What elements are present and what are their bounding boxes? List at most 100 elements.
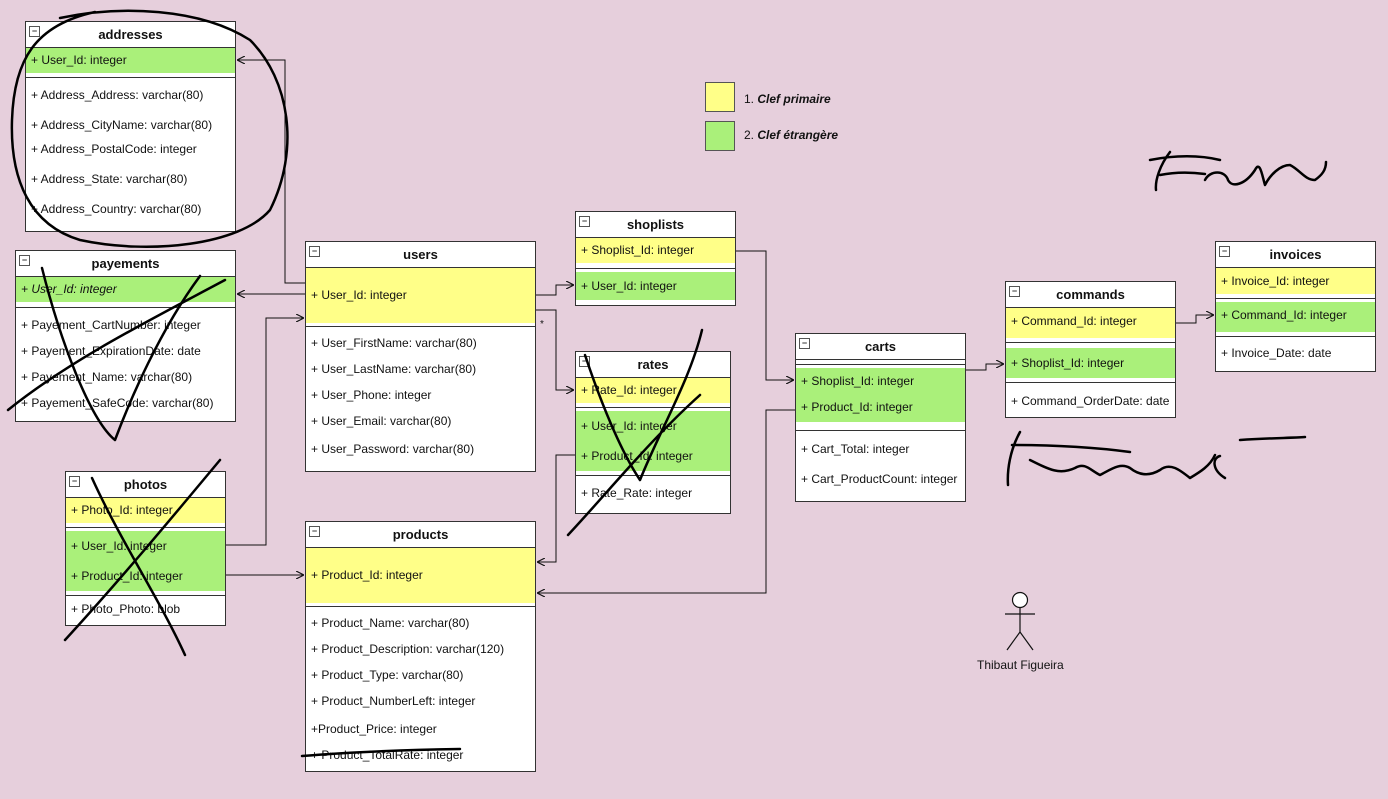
- field-cart-total[interactable]: + Cart_Total: integer: [801, 442, 910, 456]
- field-product-name[interactable]: + Product_Name: varchar(80): [311, 616, 470, 630]
- connector-users-addresses: [238, 60, 305, 284]
- field-command-id[interactable]: + Command_Id: integer: [1006, 308, 1175, 338]
- collapse-toggle[interactable]: −: [1219, 246, 1230, 257]
- separator: [26, 77, 235, 78]
- entity-title: products: [392, 527, 449, 542]
- connector-photos-users: [226, 318, 303, 546]
- field-product-price[interactable]: +Product_Price: integer: [311, 722, 437, 736]
- field-postal-code[interactable]: + Address_PostalCode: integer: [31, 142, 197, 156]
- entity-products[interactable]: − products + Product_Id: integer + Produc…: [305, 521, 536, 772]
- field-product-id[interactable]: + Product_Id: integer: [66, 561, 225, 591]
- field-invoice-date[interactable]: + Invoice_Date: date: [1221, 346, 1332, 360]
- collapse-toggle[interactable]: −: [69, 476, 80, 487]
- field-order-date[interactable]: + Command_OrderDate: date: [1011, 394, 1170, 408]
- separator: [576, 407, 730, 408]
- entity-title: shoplists: [626, 217, 685, 232]
- field-number-left[interactable]: + Product_NumberLeft: integer: [311, 694, 476, 708]
- field-user-id[interactable]: + User_Id: integer: [306, 268, 535, 323]
- separator: [66, 527, 225, 528]
- field-city-name[interactable]: + Address_CityName: varchar(80): [31, 118, 213, 132]
- field-phone[interactable]: + User_Phone: integer: [311, 388, 432, 402]
- field-password[interactable]: + User_Password: varchar(80): [311, 442, 475, 456]
- field-shoplist-id[interactable]: + Shoplist_Id: integer: [576, 238, 735, 263]
- entity-shoplists[interactable]: − shoplists + Shoplist_Id: integer + User…: [575, 211, 736, 306]
- field-user-id[interactable]: + User_Id: integer: [576, 272, 735, 300]
- field-product-count[interactable]: + Cart_ProductCount: integer: [801, 472, 958, 486]
- field-shoplist-id[interactable]: + Shoplist_Id: integer: [796, 368, 965, 394]
- field-total-rate[interactable]: + Product_TotalRate: integer: [311, 748, 464, 762]
- annotation-word-facture: [1148, 150, 1328, 192]
- separator: [1006, 382, 1175, 383]
- field-address[interactable]: + Address_Address: varchar(80): [31, 88, 204, 102]
- field-photo[interactable]: + Photo_Photo: blob: [71, 602, 181, 616]
- legend-primary-swatch: [705, 82, 735, 112]
- entity-payements[interactable]: −payements + User_Id: integer + Payement…: [15, 250, 236, 422]
- legend-foreign-label: 2. Clef étrangère: [744, 128, 839, 142]
- separator: [66, 595, 225, 596]
- entity-commands[interactable]: − commands + Command_Id: integer + Shopli…: [1005, 281, 1176, 418]
- connector-commands-invoices: [1176, 315, 1213, 324]
- entity-addresses[interactable]: − addresses + User_Id: integer + Address_…: [25, 21, 236, 232]
- entity-users[interactable]: − users + User_Id: integer + User_FirstNa…: [305, 241, 536, 472]
- field-product-id[interactable]: + Product_Id: integer: [796, 394, 965, 422]
- entity-title: commands: [1056, 287, 1125, 302]
- field-command-id[interactable]: + Command_Id: integer: [1216, 302, 1375, 332]
- entity-title: invoices: [1269, 247, 1322, 262]
- field-product-type[interactable]: + Product_Type: varchar(80): [311, 668, 464, 682]
- field-email[interactable]: + User_Email: varchar(80): [311, 414, 452, 428]
- field-product-id[interactable]: + Product_Id: integer: [306, 548, 535, 603]
- collapse-toggle[interactable]: −: [19, 255, 30, 266]
- entity-rates[interactable]: − rates + Rate_Id: integer + User_Id: int…: [575, 351, 731, 514]
- connector-multiplicity: *: [540, 319, 544, 330]
- collapse-toggle[interactable]: −: [799, 338, 810, 349]
- field-user-id[interactable]: + User_Id: integer: [576, 411, 730, 441]
- collapse-toggle[interactable]: −: [309, 246, 320, 257]
- entity-title: rates: [637, 357, 669, 372]
- field-product-description[interactable]: + Product_Description: varchar(120): [311, 642, 505, 656]
- legend-foreign-swatch: [705, 121, 735, 151]
- field-rate-rate[interactable]: + Rate_Rate: integer: [581, 486, 693, 500]
- separator: [576, 268, 735, 269]
- field-first-name[interactable]: + User_FirstName: varchar(80): [311, 336, 477, 350]
- field-rate-id[interactable]: + Rate_Id: integer: [576, 378, 730, 403]
- collapse-toggle[interactable]: −: [29, 26, 40, 37]
- collapse-toggle[interactable]: −: [1009, 286, 1020, 297]
- field-safe-code[interactable]: + Payement_SafeCode: varchar(80): [21, 396, 214, 410]
- separator: [576, 475, 730, 476]
- collapse-toggle[interactable]: −: [309, 526, 320, 537]
- field-photo-id[interactable]: + Photo_Id: integer: [66, 498, 225, 523]
- connector-carts-commands: [966, 364, 1003, 371]
- entity-invoices[interactable]: − invoices + Invoice_Id: integer + Comman…: [1215, 241, 1376, 372]
- field-last-name[interactable]: + User_LastName: varchar(80): [311, 362, 477, 376]
- separator: [1216, 336, 1375, 337]
- collapse-toggle[interactable]: −: [579, 216, 590, 227]
- connector-rates-products: [538, 454, 575, 562]
- entity-carts[interactable]: − carts + Shoplist_Id: integer + Product_…: [795, 333, 966, 502]
- connector-users-rates: [536, 309, 573, 390]
- entity-title: carts: [864, 339, 897, 354]
- field-product-id[interactable]: + Product_Id: integer: [576, 441, 730, 471]
- separator: [796, 430, 965, 431]
- entity-photos[interactable]: −photos + Photo_Id: integer + User_Id: i…: [65, 471, 226, 626]
- field-state[interactable]: + Address_State: varchar(80): [31, 172, 188, 186]
- separator: [1216, 298, 1375, 299]
- connector-shoplists-carts: [736, 250, 793, 380]
- field-name[interactable]: + Payement_Name: varchar(80): [21, 370, 193, 384]
- field-invoice-id[interactable]: + Invoice_Id: integer: [1216, 268, 1375, 294]
- field-country[interactable]: + Address_Country: varchar(80): [31, 202, 202, 216]
- annotation-word-commande: [1006, 430, 1307, 487]
- separator: [306, 326, 535, 327]
- collapse-toggle[interactable]: −: [579, 356, 590, 367]
- entity-title: addresses: [98, 27, 163, 42]
- field-expiration-date[interactable]: + Payement_ExpirationDate: date: [21, 344, 201, 358]
- field-shoplist-id[interactable]: + Shoplist_Id: integer: [1006, 348, 1175, 378]
- connector-users-shoplists: [536, 285, 573, 296]
- separator: [16, 307, 235, 308]
- field-user-id[interactable]: + User_Id: integer: [26, 48, 235, 73]
- field-user-id[interactable]: + User_Id: integer: [66, 531, 225, 561]
- field-cart-number[interactable]: + Payement_CartNumber: integer: [21, 318, 201, 332]
- actor-name: Thibaut Figueira: [977, 658, 1064, 672]
- entity-title: users: [403, 247, 438, 262]
- field-user-id[interactable]: + User_Id: integer: [16, 277, 235, 302]
- legend-primary-label: 1. Clef primaire: [744, 92, 831, 106]
